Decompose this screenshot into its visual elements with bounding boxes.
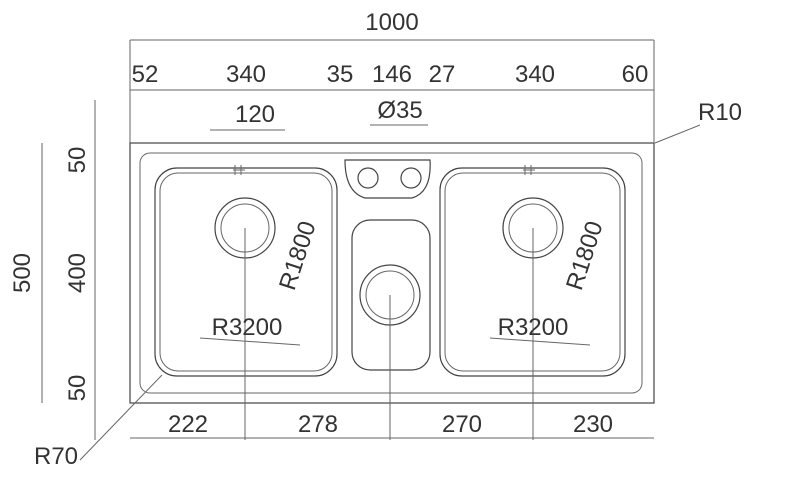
label-radius-3200-right: R3200 (498, 314, 569, 341)
label-top-340-left: 340 (226, 61, 266, 88)
left-bowl-inner (159, 172, 333, 372)
label-radius-3200-left: R3200 (212, 314, 283, 341)
label-radius-1800-left: R1800 (274, 218, 322, 294)
label-top-146: 146 (372, 61, 412, 88)
label-radius-1800-right: R1800 (561, 218, 609, 294)
tap-hole-left (357, 167, 379, 189)
left-overflow-mark (233, 165, 245, 175)
label-hole-diameter: Ø35 (377, 97, 422, 124)
label-corner-r10: R10 (698, 99, 742, 126)
label-left-top-50: 50 (64, 147, 91, 174)
label-bottom-222: 222 (168, 411, 208, 438)
label-left-bottom-50: 50 (64, 375, 91, 402)
label-overall-width: 1000 (365, 9, 418, 36)
label-top-35: 35 (327, 61, 354, 88)
label-top-60: 60 (622, 61, 649, 88)
sink-inner-rim (139, 152, 643, 394)
label-bottom-230: 230 (573, 411, 613, 438)
left-bowl (154, 167, 338, 377)
label-corner-r70: R70 (34, 443, 78, 470)
label-bottom-270: 270 (442, 411, 482, 438)
right-overflow-mark (523, 165, 535, 175)
label-bottom-278: 278 (298, 411, 338, 438)
label-top-27: 27 (429, 61, 456, 88)
leader-r10 (654, 124, 701, 144)
label-top-52: 52 (132, 61, 159, 88)
middle-bowl (351, 219, 431, 371)
label-depth-500: 500 (9, 253, 36, 293)
label-left-mid-400: 400 (64, 253, 91, 293)
sink-outline (129, 142, 655, 404)
leader-r3200-left (199, 337, 301, 346)
leader-r70 (79, 374, 163, 461)
label-offset-120: 120 (235, 101, 275, 128)
leader-r3200-right (489, 337, 591, 346)
label-top-340-right: 340 (515, 61, 555, 88)
tap-hole-right (400, 167, 422, 189)
tap-deck (344, 159, 431, 199)
